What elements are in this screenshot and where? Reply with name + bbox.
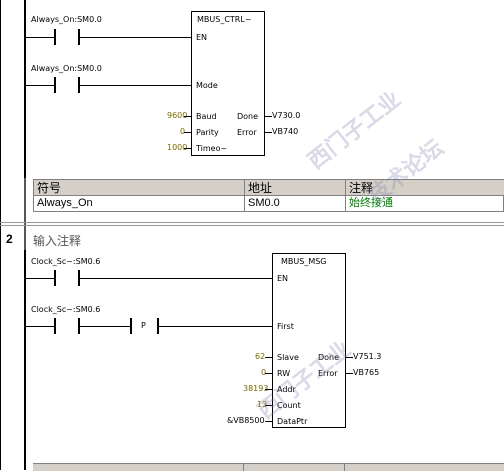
baud-value[interactable]: 9600 (167, 111, 188, 120)
watermark: 西门子工业 (303, 86, 406, 175)
error2-output-value[interactable]: VB765 (353, 368, 380, 377)
pin-mode: Mode (196, 81, 218, 90)
pin-timeout: Timeo~ (196, 144, 228, 153)
pin-slave: Slave (277, 353, 299, 362)
power-rail-1 (24, 0, 26, 178)
done-output-value[interactable]: V730.0 (272, 111, 301, 120)
slave-value[interactable]: 62 (255, 352, 266, 361)
symbol-table-header: 符号 地址 注释 (34, 180, 504, 196)
contact-en2-label: Clock_Sc~:SM0.6 (31, 257, 101, 266)
network-separator (0, 222, 504, 223)
pin-en2: EN (277, 274, 289, 283)
pin-addr: Addr (277, 385, 296, 394)
edge-label: P (141, 321, 146, 330)
pin-en: EN (196, 33, 208, 42)
mbus-ctrl-block[interactable]: MBUS_CTRL~ EN Mode Baud Parity Timeo~ Do… (191, 11, 265, 156)
editor-left-gutter-line (24, 0, 26, 470)
contact-first-label: Clock_Sc~:SM0.6 (31, 305, 101, 314)
row-address: SM0.0 (248, 197, 280, 209)
header-symbol[interactable]: 符号 (37, 181, 62, 195)
count-value[interactable]: 13 (257, 400, 268, 409)
pin-first: First (277, 322, 294, 331)
pin-error: Error (237, 128, 257, 137)
pin-rw: RW (277, 369, 291, 378)
pin-error2: Error (318, 369, 338, 378)
header-comment[interactable]: 注释 (349, 181, 374, 195)
rw-value[interactable]: 0 (261, 368, 267, 377)
pin-baud: Baud (196, 112, 217, 121)
parity-value[interactable]: 0 (180, 127, 186, 136)
row-comment: 始终接通 (349, 197, 393, 209)
symbol-table-2 (33, 463, 504, 471)
pin-done2: Done (318, 353, 340, 362)
network-number: 2 (6, 232, 13, 246)
timeout-value[interactable]: 1000 (167, 143, 188, 152)
row-symbol: Always_On (37, 197, 93, 209)
editor-left-border (0, 0, 1, 470)
done2-output-value[interactable]: V751.3 (353, 352, 382, 361)
power-rail-2 (24, 250, 26, 470)
network-comment[interactable]: 输入注释 (33, 234, 82, 248)
header-address[interactable]: 地址 (248, 181, 273, 195)
dataptr-value[interactable]: &VB8500 (227, 416, 265, 425)
contact-en-label: Always_On:SM0.0 (31, 15, 102, 24)
pin-done: Done (237, 112, 259, 121)
table-row[interactable]: Always_On SM0.0 始终接通 (34, 196, 504, 211)
mbus-ctrl-title: MBUS_CTRL~ (197, 15, 252, 24)
symbol-table: 符号 地址 注释 Always_On SM0.0 始终接通 (33, 179, 504, 212)
addr-value[interactable]: 38193 (243, 384, 269, 393)
pin-parity: Parity (196, 128, 219, 137)
mbus-msg-block[interactable]: MBUS_MSG EN First Slave RW Addr Count Da… (272, 253, 346, 428)
contact-mode-label: Always_On:SM0.0 (31, 64, 102, 73)
error-output-value[interactable]: VB740 (272, 127, 299, 136)
pin-count: Count (277, 401, 301, 410)
mbus-msg-title: MBUS_MSG (281, 257, 327, 266)
pin-dataptr: DataPtr (277, 417, 308, 426)
